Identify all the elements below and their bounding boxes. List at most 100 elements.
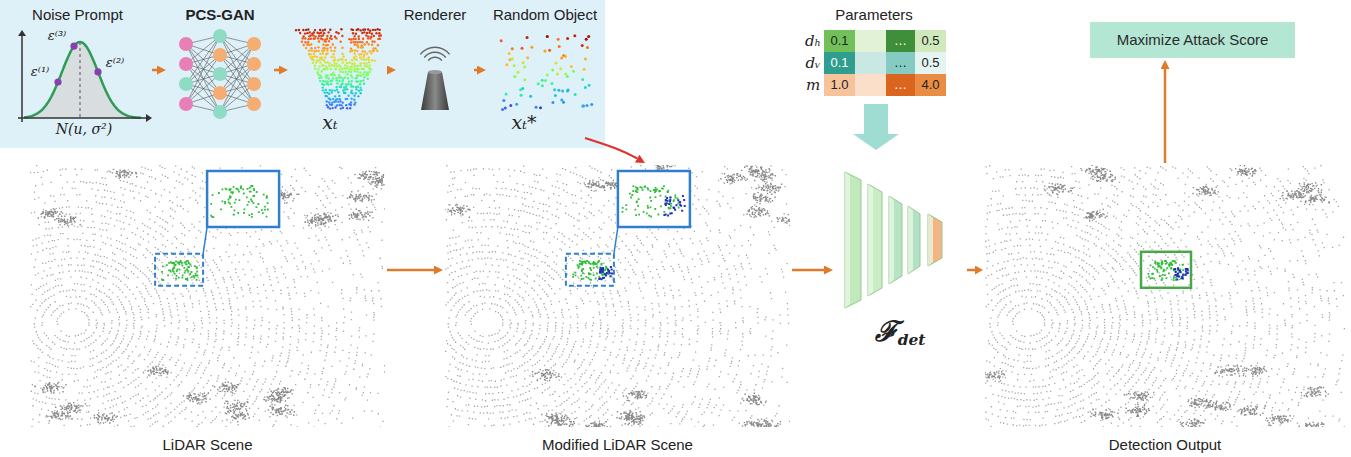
cloud-point	[505, 92, 508, 95]
cloud-point	[328, 93, 330, 95]
cloud-point	[368, 71, 370, 73]
cloud-point	[330, 56, 332, 58]
cloud-point	[339, 98, 341, 100]
cloud-point	[360, 53, 362, 55]
cloud-point	[359, 29, 361, 31]
cloud-point	[349, 107, 351, 109]
cloud-point	[345, 104, 347, 106]
cloud-point	[370, 68, 372, 70]
cloud-point	[566, 75, 569, 78]
cloud-point	[502, 99, 505, 102]
panel-caption: Modified LiDAR Scene	[542, 436, 693, 453]
cloud-point	[335, 31, 337, 33]
cloud-point	[318, 35, 320, 37]
zoom-line	[614, 227, 618, 254]
cloud-point	[340, 107, 342, 109]
gaussian-plot	[18, 30, 152, 122]
cloud-point	[328, 40, 330, 42]
cloud-point	[347, 94, 349, 96]
cloud-point	[330, 35, 332, 37]
lidar-sensor	[420, 47, 450, 110]
cloud-point	[519, 88, 522, 91]
layer-face	[868, 184, 873, 296]
cloud-point	[350, 38, 352, 40]
gaussian-curve	[24, 42, 141, 118]
cloud-point	[335, 65, 337, 67]
cloud-point	[584, 86, 587, 89]
cloud-point	[582, 105, 585, 108]
cloud-point	[505, 63, 508, 66]
scene-points	[985, 165, 1345, 427]
cloud-point	[301, 37, 303, 39]
cloud-point	[312, 34, 314, 36]
cloud-point	[341, 82, 343, 84]
cloud-point	[562, 101, 565, 104]
cloud-point	[316, 56, 318, 58]
cloud-point	[520, 94, 523, 97]
cloud-point	[355, 88, 357, 90]
neuron	[179, 37, 193, 51]
cloud-point	[546, 74, 549, 77]
cloud-point	[315, 61, 317, 63]
cloud-point	[359, 83, 361, 85]
cloud-point	[586, 46, 589, 49]
cloud-point	[344, 64, 346, 66]
cloud-point	[362, 50, 364, 52]
cloud-point	[352, 29, 354, 31]
cloud-point	[316, 71, 318, 73]
cloud-point	[541, 79, 544, 82]
neuron	[247, 97, 261, 111]
panel-caption: Noise Prompt	[32, 6, 123, 23]
cloud-point	[314, 68, 316, 70]
panel-background	[0, 0, 605, 148]
cloud-point	[355, 92, 357, 94]
cloud-point	[327, 83, 329, 85]
cloud-point	[560, 57, 563, 60]
cloud-point	[331, 91, 333, 93]
cloud-point	[351, 59, 353, 61]
cloud-point	[362, 56, 364, 58]
cloud-point	[500, 39, 503, 42]
cloud-point	[303, 44, 305, 46]
cloud-point	[301, 41, 303, 43]
cloud-point	[368, 56, 370, 58]
cloud-point	[326, 35, 328, 37]
table-cell-value: 0.5	[921, 34, 939, 48]
cloud-point	[369, 29, 371, 31]
cloud-point	[321, 38, 323, 40]
layer-face	[908, 206, 913, 274]
cloud-point	[556, 73, 559, 76]
cloud-point	[529, 95, 532, 98]
neuron	[213, 105, 227, 119]
cloud-point	[327, 31, 329, 33]
adversarial-points	[598, 266, 613, 280]
cloud-point	[318, 77, 320, 79]
cloud-point	[367, 73, 369, 75]
point-cloud	[295, 28, 382, 110]
cloud-point	[357, 95, 359, 97]
ground-rings	[445, 165, 790, 427]
gaussian-area	[24, 42, 141, 118]
cloud-point	[363, 53, 365, 55]
signal-arc	[420, 47, 450, 55]
cloud-point	[511, 57, 514, 60]
cloud-point	[374, 29, 376, 31]
table-cell	[855, 30, 886, 52]
cloud-point	[324, 56, 326, 58]
table-cell	[824, 52, 855, 74]
cloud-point	[350, 74, 352, 76]
cloud-point	[346, 98, 348, 100]
cloud-point	[366, 32, 368, 34]
cloud-point	[326, 52, 328, 54]
cloud-point	[317, 50, 319, 52]
table-cell	[855, 52, 886, 74]
table-cell-value: 0.5	[921, 56, 939, 70]
cloud-point	[373, 35, 375, 37]
signal-arc	[428, 57, 443, 61]
cloud-point	[551, 101, 554, 104]
cloud-point	[379, 29, 381, 31]
cloud-point	[354, 44, 356, 46]
cloud-point	[333, 65, 335, 67]
cloud-point	[352, 65, 354, 67]
cloud-point	[341, 53, 343, 55]
